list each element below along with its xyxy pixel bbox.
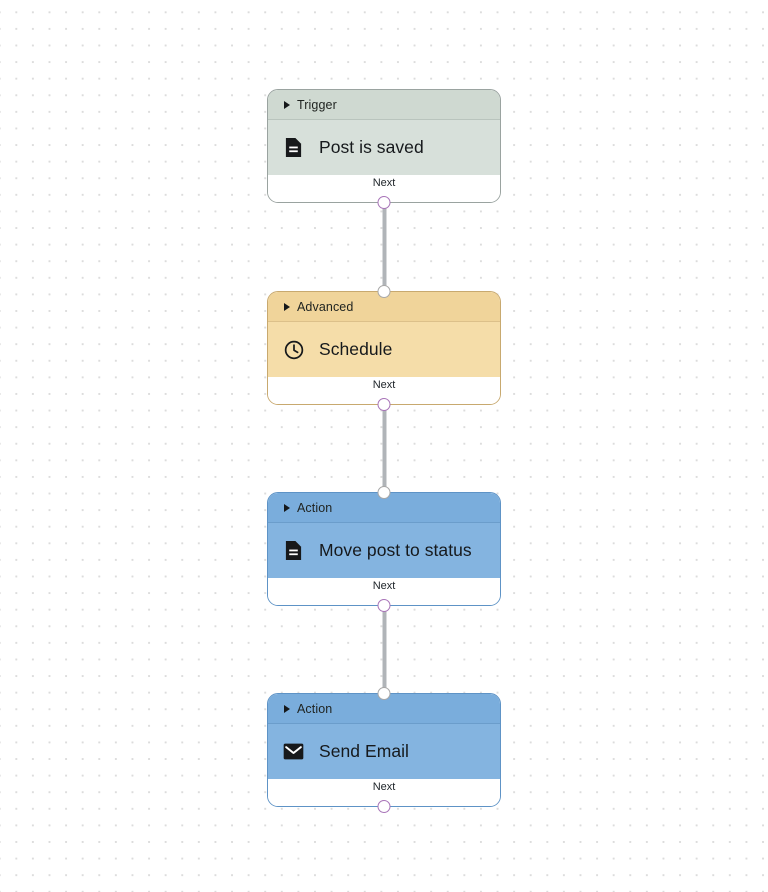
workflow-node-action-send-email[interactable]: Action Send Email Next xyxy=(267,687,501,813)
node-body-action[interactable]: Send Email xyxy=(268,724,500,779)
document-icon xyxy=(283,540,304,561)
disclosure-triangle-icon[interactable] xyxy=(284,503,290,512)
workflow-node-action-move-post[interactable]: Action Move post to status Next xyxy=(267,486,501,612)
disclosure-triangle-icon[interactable] xyxy=(284,302,290,311)
node-body-trigger[interactable]: Post is saved xyxy=(268,120,500,175)
node-footer-label: Next xyxy=(372,379,396,391)
workflow-node-trigger[interactable]: Trigger Post is saved Next xyxy=(267,89,501,209)
node-footer-label: Next xyxy=(372,781,396,793)
node-output-port[interactable] xyxy=(377,800,391,813)
node-category-label: Action xyxy=(297,500,333,515)
node-title: Send Email xyxy=(319,741,409,761)
node-title: Schedule xyxy=(319,339,393,359)
node-category-label: Advanced xyxy=(297,299,354,314)
node-footer-label: Next xyxy=(372,177,396,189)
node-body-action[interactable]: Move post to status xyxy=(268,523,500,578)
node-output-port[interactable] xyxy=(377,599,391,612)
node-input-port[interactable] xyxy=(377,285,391,298)
clock-icon xyxy=(283,339,304,360)
document-icon xyxy=(283,137,304,158)
node-title: Post is saved xyxy=(319,137,424,157)
node-output-port[interactable] xyxy=(377,398,391,411)
disclosure-triangle-icon[interactable] xyxy=(284,100,290,109)
node-footer-label: Next xyxy=(372,580,396,592)
node-title: Move post to status xyxy=(319,540,472,560)
node-header-trigger[interactable]: Trigger xyxy=(268,90,500,120)
node-category-label: Trigger xyxy=(297,97,337,112)
node-input-port[interactable] xyxy=(377,687,391,700)
envelope-icon xyxy=(283,741,304,762)
node-body-advanced[interactable]: Schedule xyxy=(268,322,500,377)
node-category-label: Action xyxy=(297,701,333,716)
node-output-port[interactable] xyxy=(377,196,391,209)
disclosure-triangle-icon[interactable] xyxy=(284,704,290,713)
workflow-node-advanced[interactable]: Advanced Schedule Next xyxy=(267,285,501,411)
node-input-port[interactable] xyxy=(377,486,391,499)
